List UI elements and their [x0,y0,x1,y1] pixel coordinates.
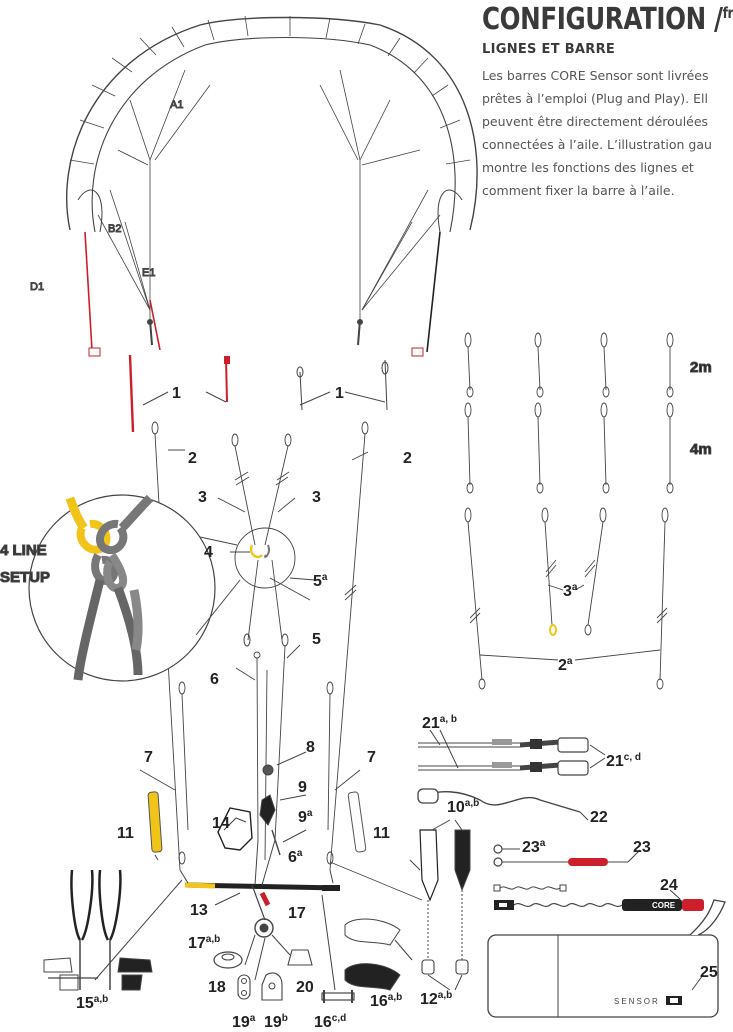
callout-8: 8 [306,739,315,756]
callout-1-right: 1 [335,385,344,402]
callout-12-num: 12 [420,991,438,1008]
callout-2a-num: 2 [558,657,567,674]
callout-1-left: 1 [172,385,181,402]
callout-18: 18 [208,979,226,996]
callout-3a-extension: 3a [563,582,578,600]
callout-6a-num: 6 [288,849,297,866]
bridle-label-b2: B2 [108,223,121,235]
callout-3-left: 3 [198,489,207,506]
callout-16cd-num: 16 [314,1014,332,1031]
extension-label-4m: 4m [690,441,712,458]
callout-19a-num: 19 [232,1014,250,1031]
center-lines [218,434,295,545]
callout-16-sup: a,b [388,992,402,1003]
callout-15-sup: a,b [94,994,108,1005]
callout-23a-sup: a [540,838,546,849]
callout-23a-num: 23 [522,839,540,856]
callout-24: 24 [660,877,678,894]
callout-3a-num: 3 [563,583,572,600]
callout-5a-sup: a [322,572,328,583]
callout-9a: 9a [298,808,313,826]
callout-23: 23 [633,839,651,856]
callout-17ab: 17a,b [188,934,220,952]
callout-14: 14 [212,815,230,832]
bridle-label-a1: A1 [170,99,183,111]
callout-7-right: 7 [367,749,376,766]
callout-4: 4 [204,544,213,561]
callout-9a-num: 9 [298,809,307,826]
callout-13: 13 [190,902,208,919]
callout-5a-num: 5 [313,573,322,590]
callout-2a-extension: 2a [558,656,573,674]
pigtails [130,355,388,432]
control-bar [180,840,340,905]
four-line-zoom [29,495,240,681]
callout-3-right: 3 [312,489,321,506]
callout-5: 5 [312,631,321,648]
callout-21cd: 21c, d [606,752,641,770]
callout-11-left: 11 [117,825,134,842]
setup-badge-line2: SETUP [0,569,50,586]
callout-6: 6 [210,671,219,688]
callout-7-left: 7 [144,749,153,766]
bar-end-caps [322,895,412,1003]
line-extensions [465,333,673,689]
callout-25: 25 [700,964,718,981]
kite-illustration [67,16,477,356]
callout-2a-sup: a [567,656,573,667]
callout-22: 22 [590,809,608,826]
callout-5a: 5a [313,572,328,590]
callout-15-num: 15 [76,995,94,1012]
extension-label-2m: 2m [690,359,712,376]
bar-bag [488,900,725,1017]
callout-20: 20 [296,979,314,996]
callout-10-sup: a,b [465,798,479,809]
callout-2-left: 2 [188,450,197,467]
callout-9: 9 [298,779,307,796]
bar-end-handles [44,870,182,990]
callout-21ab-sup: a, b [440,714,457,725]
callout-12-sup: a,b [438,990,452,1001]
callout-21ab: 21a, b [422,714,457,732]
callout-21ab-num: 21 [422,715,440,732]
callout-17ab-sup: a,b [206,934,220,945]
callout-19a: 19a [232,1013,256,1031]
callout-6a-sup: a [297,848,303,859]
bridle-label-d1: D1 [30,281,44,293]
callout-16: 16a,b [370,992,402,1010]
callout-11-right: 11 [373,825,390,842]
steering-line-swivels [330,820,470,990]
junction-detail [230,528,315,646]
callout-19a-sup: a [250,1013,256,1024]
callout-17: 17 [288,905,306,922]
callout-3a-sup: a [572,582,578,593]
callout-15: 15a,b [76,994,108,1012]
callout-10-num: 10 [447,799,465,816]
callout-16-num: 16 [370,993,388,1010]
setup-badge-line1: 4 LINE [0,542,47,559]
callout-23a: 23a [522,838,546,856]
callout-12: 12a,b [420,990,452,1008]
callout-16cd-sup: c,d [332,1013,346,1024]
callout-10: 10a,b [447,798,479,816]
bridle-label-e1: E1 [142,267,155,279]
callout-21cd-num: 21 [606,753,624,770]
callout-21cd-sup: c, d [624,752,641,763]
callout-19b: 19b [264,1013,288,1031]
depower-stopper [260,752,306,855]
callout-19b-num: 19 [264,1014,282,1031]
callout-9a-sup: a [307,808,313,819]
callout-6a: 6a [288,848,303,866]
callout-16cd: 16c,d [314,1013,346,1031]
callout-19b-sup: b [282,1013,288,1024]
callout-17ab-num: 17 [188,935,206,952]
bag-sensor-logo: SENSOR [614,997,660,1006]
chicken-loop-hardware [214,808,312,1000]
callout-2-right: 2 [403,450,412,467]
leash-core-logo: CORE [652,901,676,910]
